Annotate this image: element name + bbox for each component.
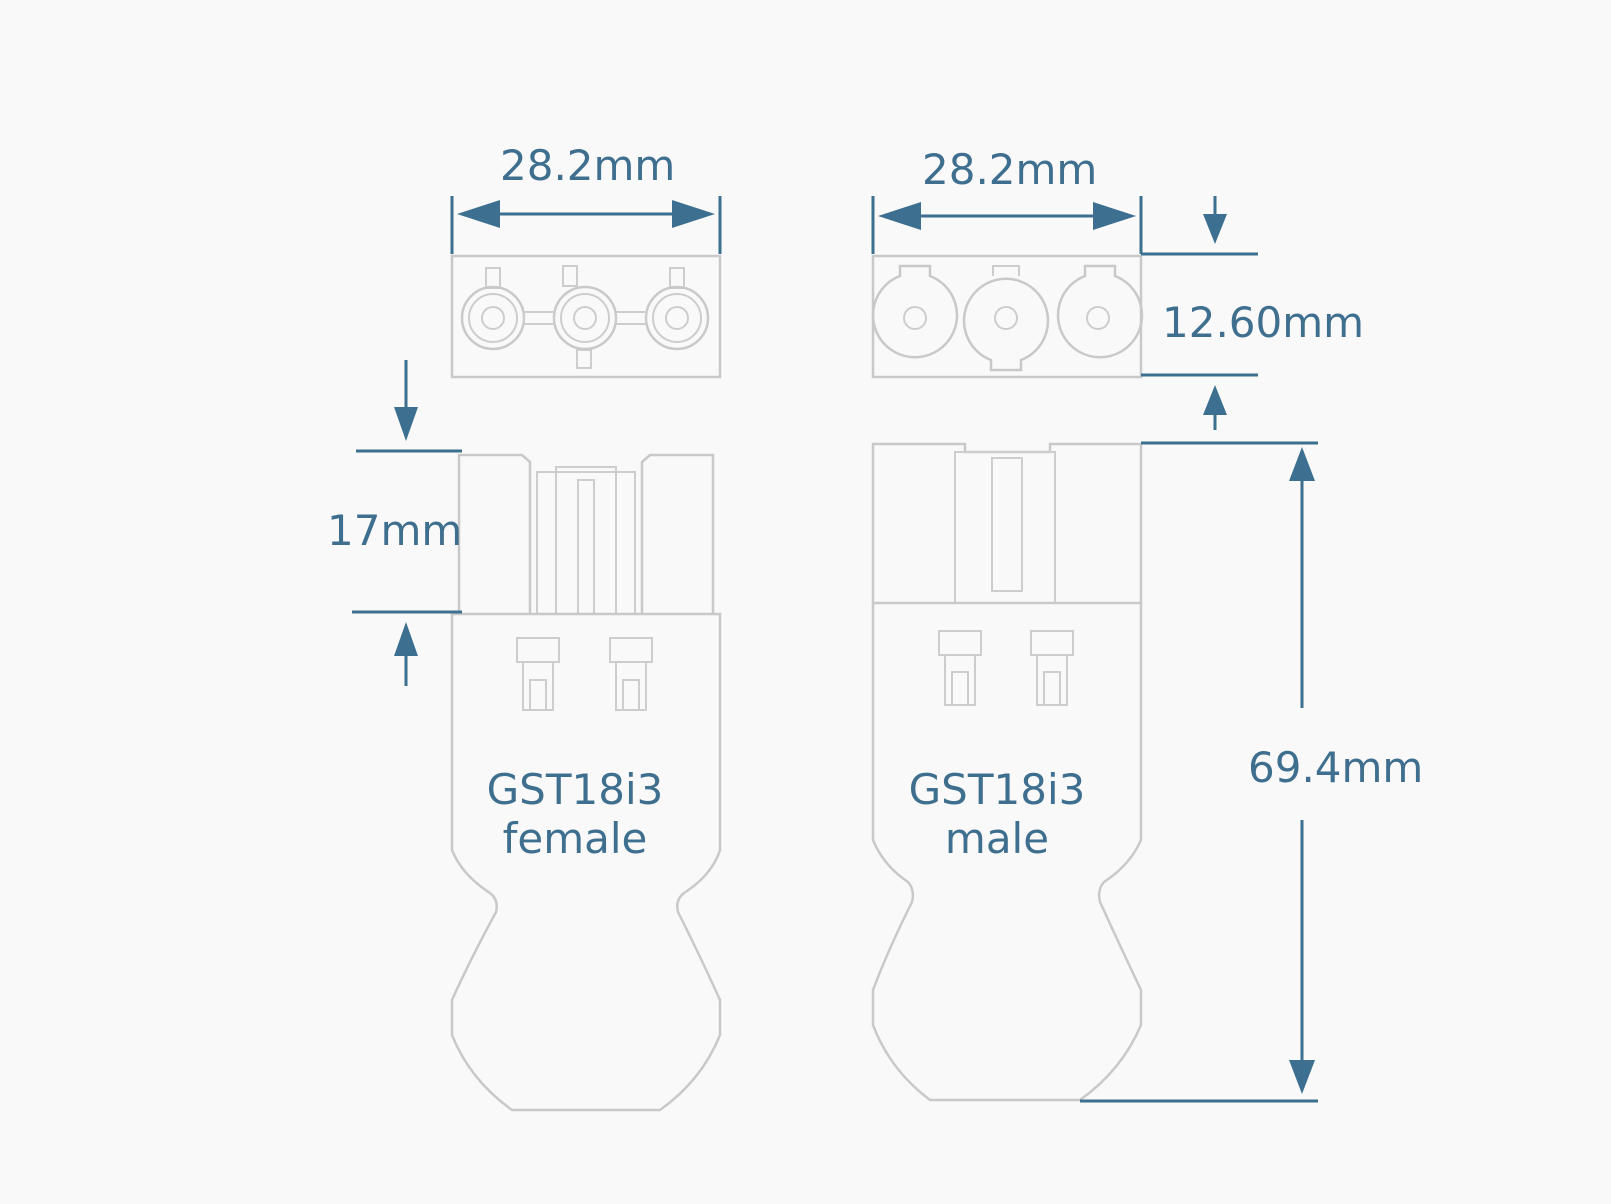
- male-contact-2: [1030, 630, 1074, 706]
- male-contact-1: [938, 630, 982, 706]
- female-gender-label: female: [503, 814, 648, 863]
- female-front-view: [450, 254, 722, 379]
- male-gender-label: male: [945, 814, 1049, 863]
- male-pin-3: [1056, 264, 1144, 359]
- male-height-label: 12.60mm: [1162, 298, 1364, 347]
- male-height-dimension: 12.60mm: [1141, 196, 1364, 430]
- female-socket-1: [460, 267, 526, 351]
- female-width-dimension: 28.2mm: [450, 141, 722, 254]
- male-length-dimension: 69.4mm: [1080, 441, 1423, 1103]
- male-side-view: GST18i3 male: [871, 442, 1143, 1102]
- male-width-dimension: 28.2mm: [871, 145, 1143, 254]
- male-front-view: [871, 254, 1144, 379]
- female-depth-label: 17mm: [327, 506, 462, 555]
- female-side-view: GST18i3 female: [450, 453, 722, 1112]
- female-contact-1: [516, 637, 560, 711]
- female-model-label: GST18i3: [487, 765, 664, 814]
- male-pin-2: [962, 265, 1050, 372]
- female-contact-2: [609, 637, 653, 711]
- female-width-label: 28.2mm: [500, 141, 675, 190]
- male-length-label: 69.4mm: [1248, 743, 1423, 792]
- female-depth-dimension: 17mm: [327, 360, 462, 686]
- male-model-label: GST18i3: [909, 765, 1086, 814]
- female-socket-3: [644, 267, 710, 351]
- male-width-label: 28.2mm: [922, 145, 1097, 194]
- male-pin-1: [871, 264, 959, 359]
- female-socket-2: [552, 265, 618, 369]
